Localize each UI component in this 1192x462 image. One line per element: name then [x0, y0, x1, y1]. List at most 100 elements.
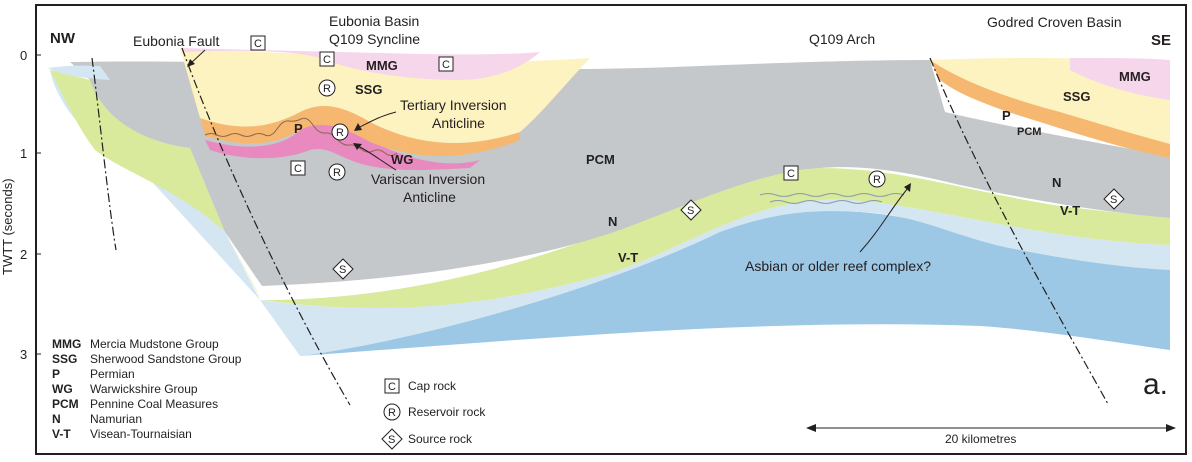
layer-label-p-left: P: [294, 121, 303, 136]
reservoir-marker-1-label: R: [323, 83, 331, 95]
cap-rock-markers: C C C C C: [250, 35, 799, 181]
legend-abbr-p: P: [52, 367, 60, 381]
tick-label-0: 0: [20, 48, 27, 63]
legend-name-pcm: Pennine Coal Measures: [90, 397, 218, 411]
layer-label-pcm-right: PCM: [1017, 126, 1041, 138]
cap-marker-5: [783, 165, 799, 181]
legend-reservoir-name: Reservoir rock: [408, 405, 486, 419]
legend-reservoir-icon-label: R: [388, 407, 396, 419]
label-q109-arch: Q109 Arch: [809, 31, 875, 47]
label-eubonia-fault: Eubonia Fault: [133, 33, 220, 49]
reservoir-marker-2: [331, 123, 349, 141]
legend-source-icon: [381, 428, 403, 450]
legend-cap-icon-label: C: [388, 381, 396, 393]
legend-reservoir-icon: [383, 403, 401, 421]
layer-mmg-right: [1070, 58, 1170, 100]
layer-labels: MMG SSG P WG PCM N V-T MMG SSG P PCM N V…: [294, 58, 1151, 265]
reservoir-marker-1: [318, 79, 336, 97]
layer-permian-right: [930, 60, 1170, 158]
label-godred-croven-basin: Godred Croven Basin: [987, 14, 1122, 30]
layer-label-n-mid: N: [608, 214, 617, 229]
layer-label-p-right: P: [1002, 108, 1011, 123]
legend-symbols: C Cap rock R Reservoir rock S Source roc…: [381, 378, 486, 450]
source-marker-2: [332, 258, 354, 280]
annotation-variscan-2: Anticline: [403, 189, 456, 205]
legend-units: MMG Mercia Mudstone Group SSG Sherwood S…: [52, 337, 242, 441]
source-marker-3-label: S: [1110, 194, 1117, 206]
layer-namurian: [50, 70, 1170, 309]
reef-arrow: [859, 183, 911, 253]
layers: [48, 48, 1170, 356]
source-marker-1-label: S: [687, 205, 694, 217]
layer-label-n-right: N: [1052, 175, 1061, 190]
cap-marker-3: [438, 56, 454, 72]
y-axis-label: TWTT (seconds): [0, 178, 15, 275]
reservoir-marker-3-label: R: [333, 167, 341, 179]
layer-label-ssg-left: SSG: [355, 82, 382, 97]
layer-label-ssg-right: SSG: [1063, 89, 1090, 104]
cap-marker-2-label: C: [323, 54, 331, 66]
legend-name-vt: Visean-Tournaisian: [90, 427, 192, 441]
reservoir-markers: R R R R: [318, 79, 886, 188]
layer-permian-left: [200, 106, 520, 157]
layer-label-vt-right: V-T: [1060, 203, 1080, 218]
legend-abbr-pcm: PCM: [52, 397, 79, 411]
cap-marker-5-label: C: [787, 168, 795, 180]
fault-eubonia: [181, 47, 351, 406]
source-markers: S S S: [332, 188, 1125, 280]
source-marker-1: [680, 199, 702, 221]
label-nw: NW: [50, 30, 76, 47]
scale-bar: [806, 424, 1176, 432]
cap-marker-4: [290, 160, 306, 176]
annotation-variscan-1: Variscan Inversion: [371, 171, 485, 187]
tick-label-1: 1: [20, 146, 27, 161]
legend-name-n: Namurian: [90, 412, 142, 426]
source-marker-2-label: S: [339, 264, 346, 276]
legend-name-wg: Warwickshire Group: [90, 382, 198, 396]
annotation-tertiary-2: Anticline: [432, 115, 485, 131]
cap-marker-3-label: C: [442, 59, 450, 71]
legend-name-ssg: Sherwood Sandstone Group: [90, 352, 242, 366]
unconformity-left: [204, 117, 398, 156]
y-axis: [36, 54, 41, 355]
layer-mmg-left: [180, 48, 540, 80]
reef-lines: [759, 193, 905, 204]
legend-abbr-n: N: [52, 412, 61, 426]
tertiary-arrow: [354, 111, 397, 131]
legend-source-icon-label: S: [388, 434, 395, 446]
label-q109-syncline: Q109 Syncline: [329, 31, 420, 47]
reservoir-marker-4: [868, 170, 886, 188]
reservoir-marker-4-label: R: [873, 174, 881, 186]
legend-cap-name: Cap rock: [408, 379, 457, 393]
layer-label-wg: WG: [391, 152, 413, 167]
cap-marker-2: [319, 51, 335, 67]
annotation-reef: Asbian or older reef complex?: [745, 258, 931, 274]
legend-abbr-mmg: MMG: [52, 337, 81, 351]
cap-marker-1: [250, 35, 266, 51]
layer-wg: [205, 122, 480, 170]
label-eubonia-basin: Eubonia Basin: [329, 13, 419, 29]
layer-label-vt-mid: V-T: [618, 250, 638, 265]
label-se: SE: [1151, 32, 1171, 49]
reservoir-marker-2-label: R: [336, 127, 344, 139]
faults: [91, 47, 1109, 406]
cap-marker-4-label: C: [294, 163, 302, 175]
annotation-tertiary-1: Tertiary Inversion: [400, 97, 507, 113]
legend-name-mmg: Mercia Mudstone Group: [90, 337, 219, 351]
variscan-arrow: [353, 143, 397, 171]
fault-label-arrow: [187, 49, 206, 67]
layer-label-pcm-mid: PCM: [586, 152, 615, 167]
panel-label: a.: [1143, 368, 1168, 401]
legend-source-name: Source rock: [408, 432, 473, 446]
tick-label-3: 3: [20, 347, 27, 362]
source-marker-3: [1103, 188, 1125, 210]
layer-vt-lower: [300, 208, 1170, 356]
unconformities: [204, 117, 905, 204]
fault-left-small: [91, 57, 117, 251]
layer-label-mmg-left: MMG: [366, 58, 398, 73]
legend-abbr-ssg: SSG: [52, 352, 77, 366]
fault-right: [929, 57, 1109, 405]
scale-bar-label: 20 kilometres: [945, 432, 1016, 446]
legend-name-p: Permian: [90, 367, 135, 381]
